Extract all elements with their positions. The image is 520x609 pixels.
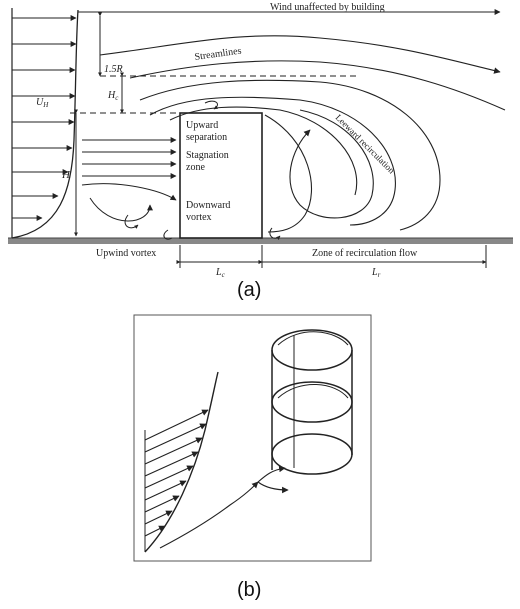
sketch-profile-arrows: [144, 409, 209, 537]
bottom-dimensions: [176, 245, 487, 268]
vortex-swirls: [124, 100, 281, 240]
label-uh: UH: [36, 97, 49, 109]
caption-a: (a): [237, 279, 261, 301]
label-streamlines: Streamlines: [194, 45, 242, 62]
velocity-arrows: [12, 15, 77, 221]
label-upwind-vortex: Upwind vortex: [96, 248, 156, 259]
panel-b-sketch: [133, 314, 372, 562]
sketch-ground-stream: [159, 465, 289, 549]
upwind-arrows: [81, 137, 177, 222]
label-h: H: [61, 169, 71, 181]
label-leeward-recirculation: Leeward recirculation: [334, 112, 397, 175]
label-wind-unaffected: Wind unaffected by building: [270, 2, 385, 13]
panel-b-frame: [133, 314, 372, 562]
ground-strip: [8, 238, 513, 244]
caption-b: (b): [237, 579, 261, 601]
dimension-lines: [70, 12, 360, 237]
label-upward-1: Upward: [186, 120, 218, 131]
label-lc: Lc: [215, 267, 226, 279]
leeward-recirculation-loops: [264, 109, 374, 233]
sketch-cylinder: [271, 329, 353, 475]
label-stagnation-1: Stagnation: [186, 150, 229, 161]
label-downward-2: vortex: [186, 212, 212, 223]
label-downward-1: Downward: [186, 200, 230, 211]
label-zone-recirculation: Zone of recirculation flow: [312, 248, 418, 259]
building: [179, 112, 263, 239]
label-1-5r: 1.5R: [104, 64, 123, 75]
label-hc: Hc: [107, 90, 119, 102]
streamlines: [99, 35, 506, 231]
label-lr: Lr: [371, 267, 381, 279]
label-upward-2: separation: [186, 132, 227, 143]
label-stagnation-2: zone: [186, 162, 205, 173]
panel-a-diagram: Wind unaffected by building Streamlines …: [8, 2, 513, 279]
